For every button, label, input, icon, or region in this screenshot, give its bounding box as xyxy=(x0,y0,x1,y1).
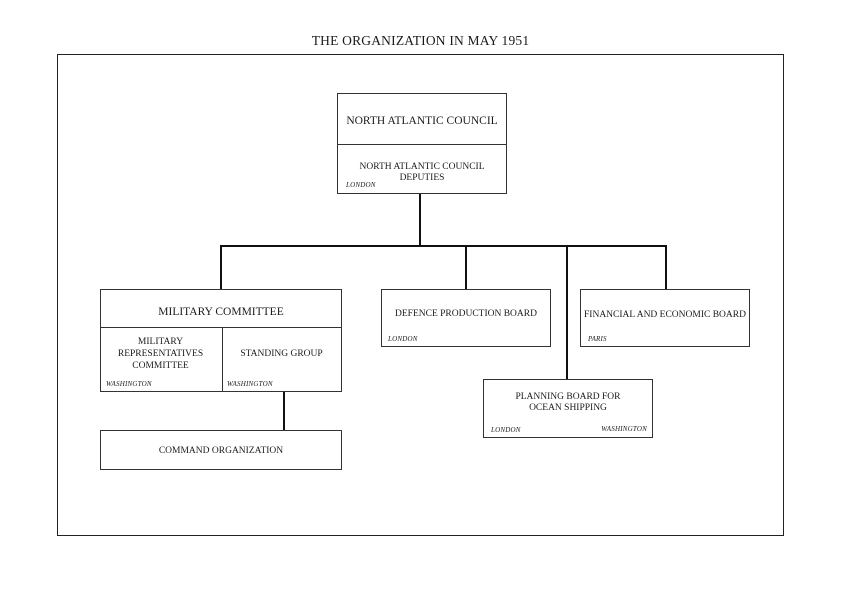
chart-title: THE ORGANIZATION IN MAY 1951 xyxy=(311,33,530,48)
military-reps-line3: COMMITTEE xyxy=(132,361,189,371)
connector-to-military xyxy=(220,245,222,289)
council-name: NORTH ATLANTIC COUNCIL xyxy=(346,115,498,127)
military-committee-name: MILITARY COMMITTEE xyxy=(158,306,284,318)
defence-production-board-name: DEFENCE PRODUCTION BOARD xyxy=(395,309,537,319)
council-location: LONDON xyxy=(346,181,376,189)
council-box: NORTH ATLANTIC COUNCIL NORTH ATLANTIC CO… xyxy=(337,93,507,194)
financial-economic-board-location: PARIS xyxy=(588,335,607,343)
planning-board-location-left: LONDON xyxy=(491,426,521,434)
connector-to-planning xyxy=(566,245,568,379)
military-committee-box: MILITARY COMMITTEE MILITARY REPRESENTATI… xyxy=(100,289,342,392)
command-organization-name: COMMAND ORGANIZATION xyxy=(158,446,284,456)
standing-group-name: STANDING GROUP xyxy=(240,349,323,359)
connector-to-financial xyxy=(665,245,667,289)
military-committee-split xyxy=(222,327,223,391)
military-reps-line1: MILITARY xyxy=(137,337,184,347)
connector-to-defence xyxy=(465,245,467,289)
planning-board-location-right: WASHINGTON xyxy=(601,425,647,433)
planning-board-box: PLANNING BOARD FOR OCEAN SHIPPING LONDON… xyxy=(483,379,653,438)
command-organization-box: COMMAND ORGANIZATION xyxy=(100,430,342,470)
military-reps-line2: REPRESENTATIVES xyxy=(117,349,204,359)
connector-horizontal-bus xyxy=(220,245,667,247)
connector-council-down xyxy=(419,193,421,246)
planning-board-line1: PLANNING BOARD FOR xyxy=(515,392,621,402)
council-deputies: NORTH ATLANTIC COUNCIL DEPUTIES xyxy=(359,162,485,183)
financial-economic-board-box: FINANCIAL AND ECONOMIC BOARD PARIS xyxy=(580,289,750,347)
chart-frame xyxy=(57,54,784,536)
defence-production-board-box: DEFENCE PRODUCTION BOARD LONDON xyxy=(381,289,551,347)
financial-economic-board-name: FINANCIAL AND ECONOMIC BOARD xyxy=(584,310,746,320)
military-committee-divider xyxy=(101,327,341,328)
planning-board-line2: OCEAN SHIPPING xyxy=(529,403,607,413)
military-reps-location: WASHINGTON xyxy=(106,380,152,388)
council-divider xyxy=(338,144,506,145)
standing-group-location: WASHINGTON xyxy=(227,380,273,388)
defence-production-board-location: LONDON xyxy=(388,335,418,343)
connector-to-command xyxy=(283,391,285,430)
